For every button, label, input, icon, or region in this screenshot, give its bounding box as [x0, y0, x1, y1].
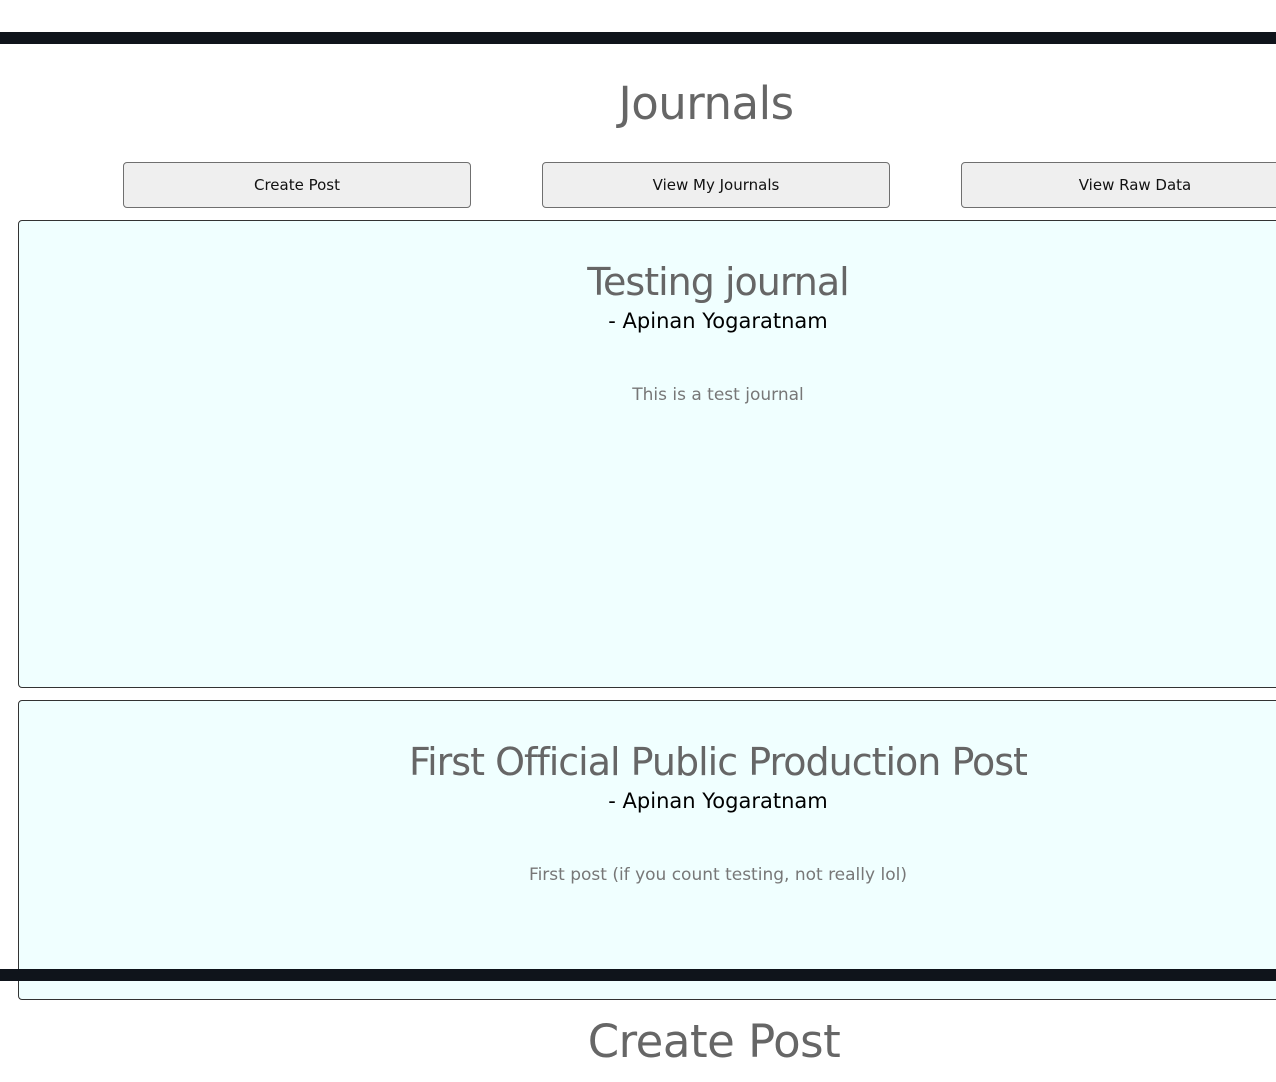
journal-card: First Official Public Production Post - …	[18, 700, 1276, 1000]
create-post-section-title: Create Post	[587, 1015, 841, 1068]
view-raw-data-button[interactable]: View Raw Data	[961, 162, 1276, 208]
journal-card: Testing journal - Apinan Yogaratnam This…	[18, 220, 1276, 688]
journal-body: First post (if you count testing, not re…	[529, 865, 907, 885]
journal-author: - Apinan Yogaratnam	[608, 789, 828, 813]
journal-title: First Official Public Production Post	[409, 740, 1028, 784]
journal-body: This is a test journal	[632, 385, 804, 405]
page-title: Journals	[618, 77, 794, 130]
bottom-divider-bar	[0, 969, 1276, 981]
journal-title: Testing journal	[587, 260, 849, 304]
journal-author: - Apinan Yogaratnam	[608, 309, 828, 333]
view-my-journals-button[interactable]: View My Journals	[542, 162, 890, 208]
top-divider-bar	[0, 32, 1276, 44]
create-post-button[interactable]: Create Post	[123, 162, 471, 208]
